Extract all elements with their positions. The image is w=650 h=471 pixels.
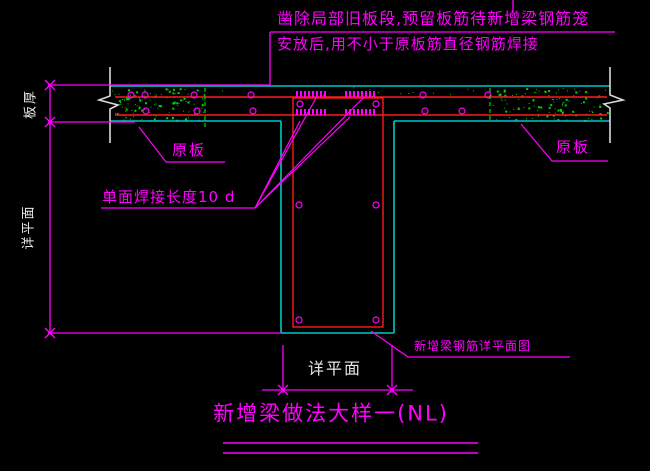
label-weld-length: 单面焊接长度10 d <box>102 188 236 206</box>
dim-beam-height: 详平面 <box>21 204 37 250</box>
label-original-slab-right: 原板 <box>556 138 591 156</box>
top-rebar-ticks <box>296 91 375 115</box>
dimension-lines <box>48 0 615 393</box>
slab-outline <box>110 85 610 122</box>
dim-slab-thickness: 板厚 <box>23 88 39 120</box>
title-underline <box>223 442 478 454</box>
beam-outline <box>280 121 395 334</box>
removal-boundary-dashed <box>204 88 491 127</box>
break-line-right <box>601 67 626 143</box>
dim-beam-width: 详平面 <box>307 359 363 378</box>
label-original-slab-left: 原板 <box>172 141 207 159</box>
note-line2: 安放后,用不小于原板筋直径钢筋焊接 <box>277 35 539 53</box>
stirrup-rect <box>292 97 384 328</box>
drawing-title: 新增梁做法大样一(NL) <box>213 401 449 426</box>
leader-lines <box>101 96 608 358</box>
label-new-beam-plan: 新增梁钢筋详平面图 <box>414 339 532 353</box>
dimension-ticks <box>44 79 398 396</box>
note-line1: 凿除局部旧板段,预留板筋待新增梁钢筋笼 <box>277 9 590 28</box>
break-line-left <box>96 67 121 143</box>
rebar-section-circles <box>127 91 492 324</box>
concrete-hatch <box>112 87 609 122</box>
